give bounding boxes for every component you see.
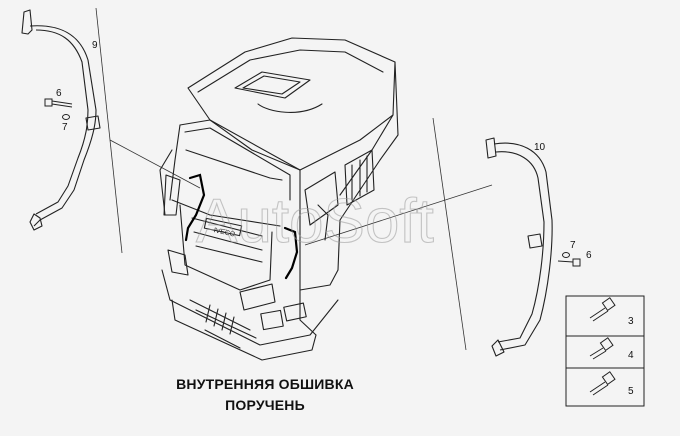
caption-line-1: ВНУТРЕННЯЯ ОБШИВКА [176,376,354,392]
truck-cab [159,37,399,361]
watermark: AutoSoft [196,187,434,256]
left-screw [44,98,73,108]
screw-4 [589,337,614,360]
callout-5: 5 [628,386,634,397]
callout-3: 3 [628,316,634,327]
callout-7-right: 7 [570,240,576,251]
caption-line-2: ПОРУЧЕНЬ [225,397,305,413]
grille-badge: IVECO [213,227,236,238]
screw-3 [589,297,616,322]
left-washer [62,114,70,120]
installed-handrails [184,173,299,280]
callout-10: 10 [534,142,546,153]
callout-9: 9 [92,40,98,51]
right-washer [562,252,570,258]
fastener-legend [565,295,645,407]
screw-5 [589,371,616,396]
right-screw [557,258,581,267]
guide-lines [95,7,493,351]
callout-6-left: 6 [56,88,62,99]
callout-6-right: 6 [586,250,592,261]
callout-4: 4 [628,350,634,361]
callout-7-left: 7 [62,122,68,133]
right-handrail [485,137,553,357]
left-handrail [21,9,101,231]
